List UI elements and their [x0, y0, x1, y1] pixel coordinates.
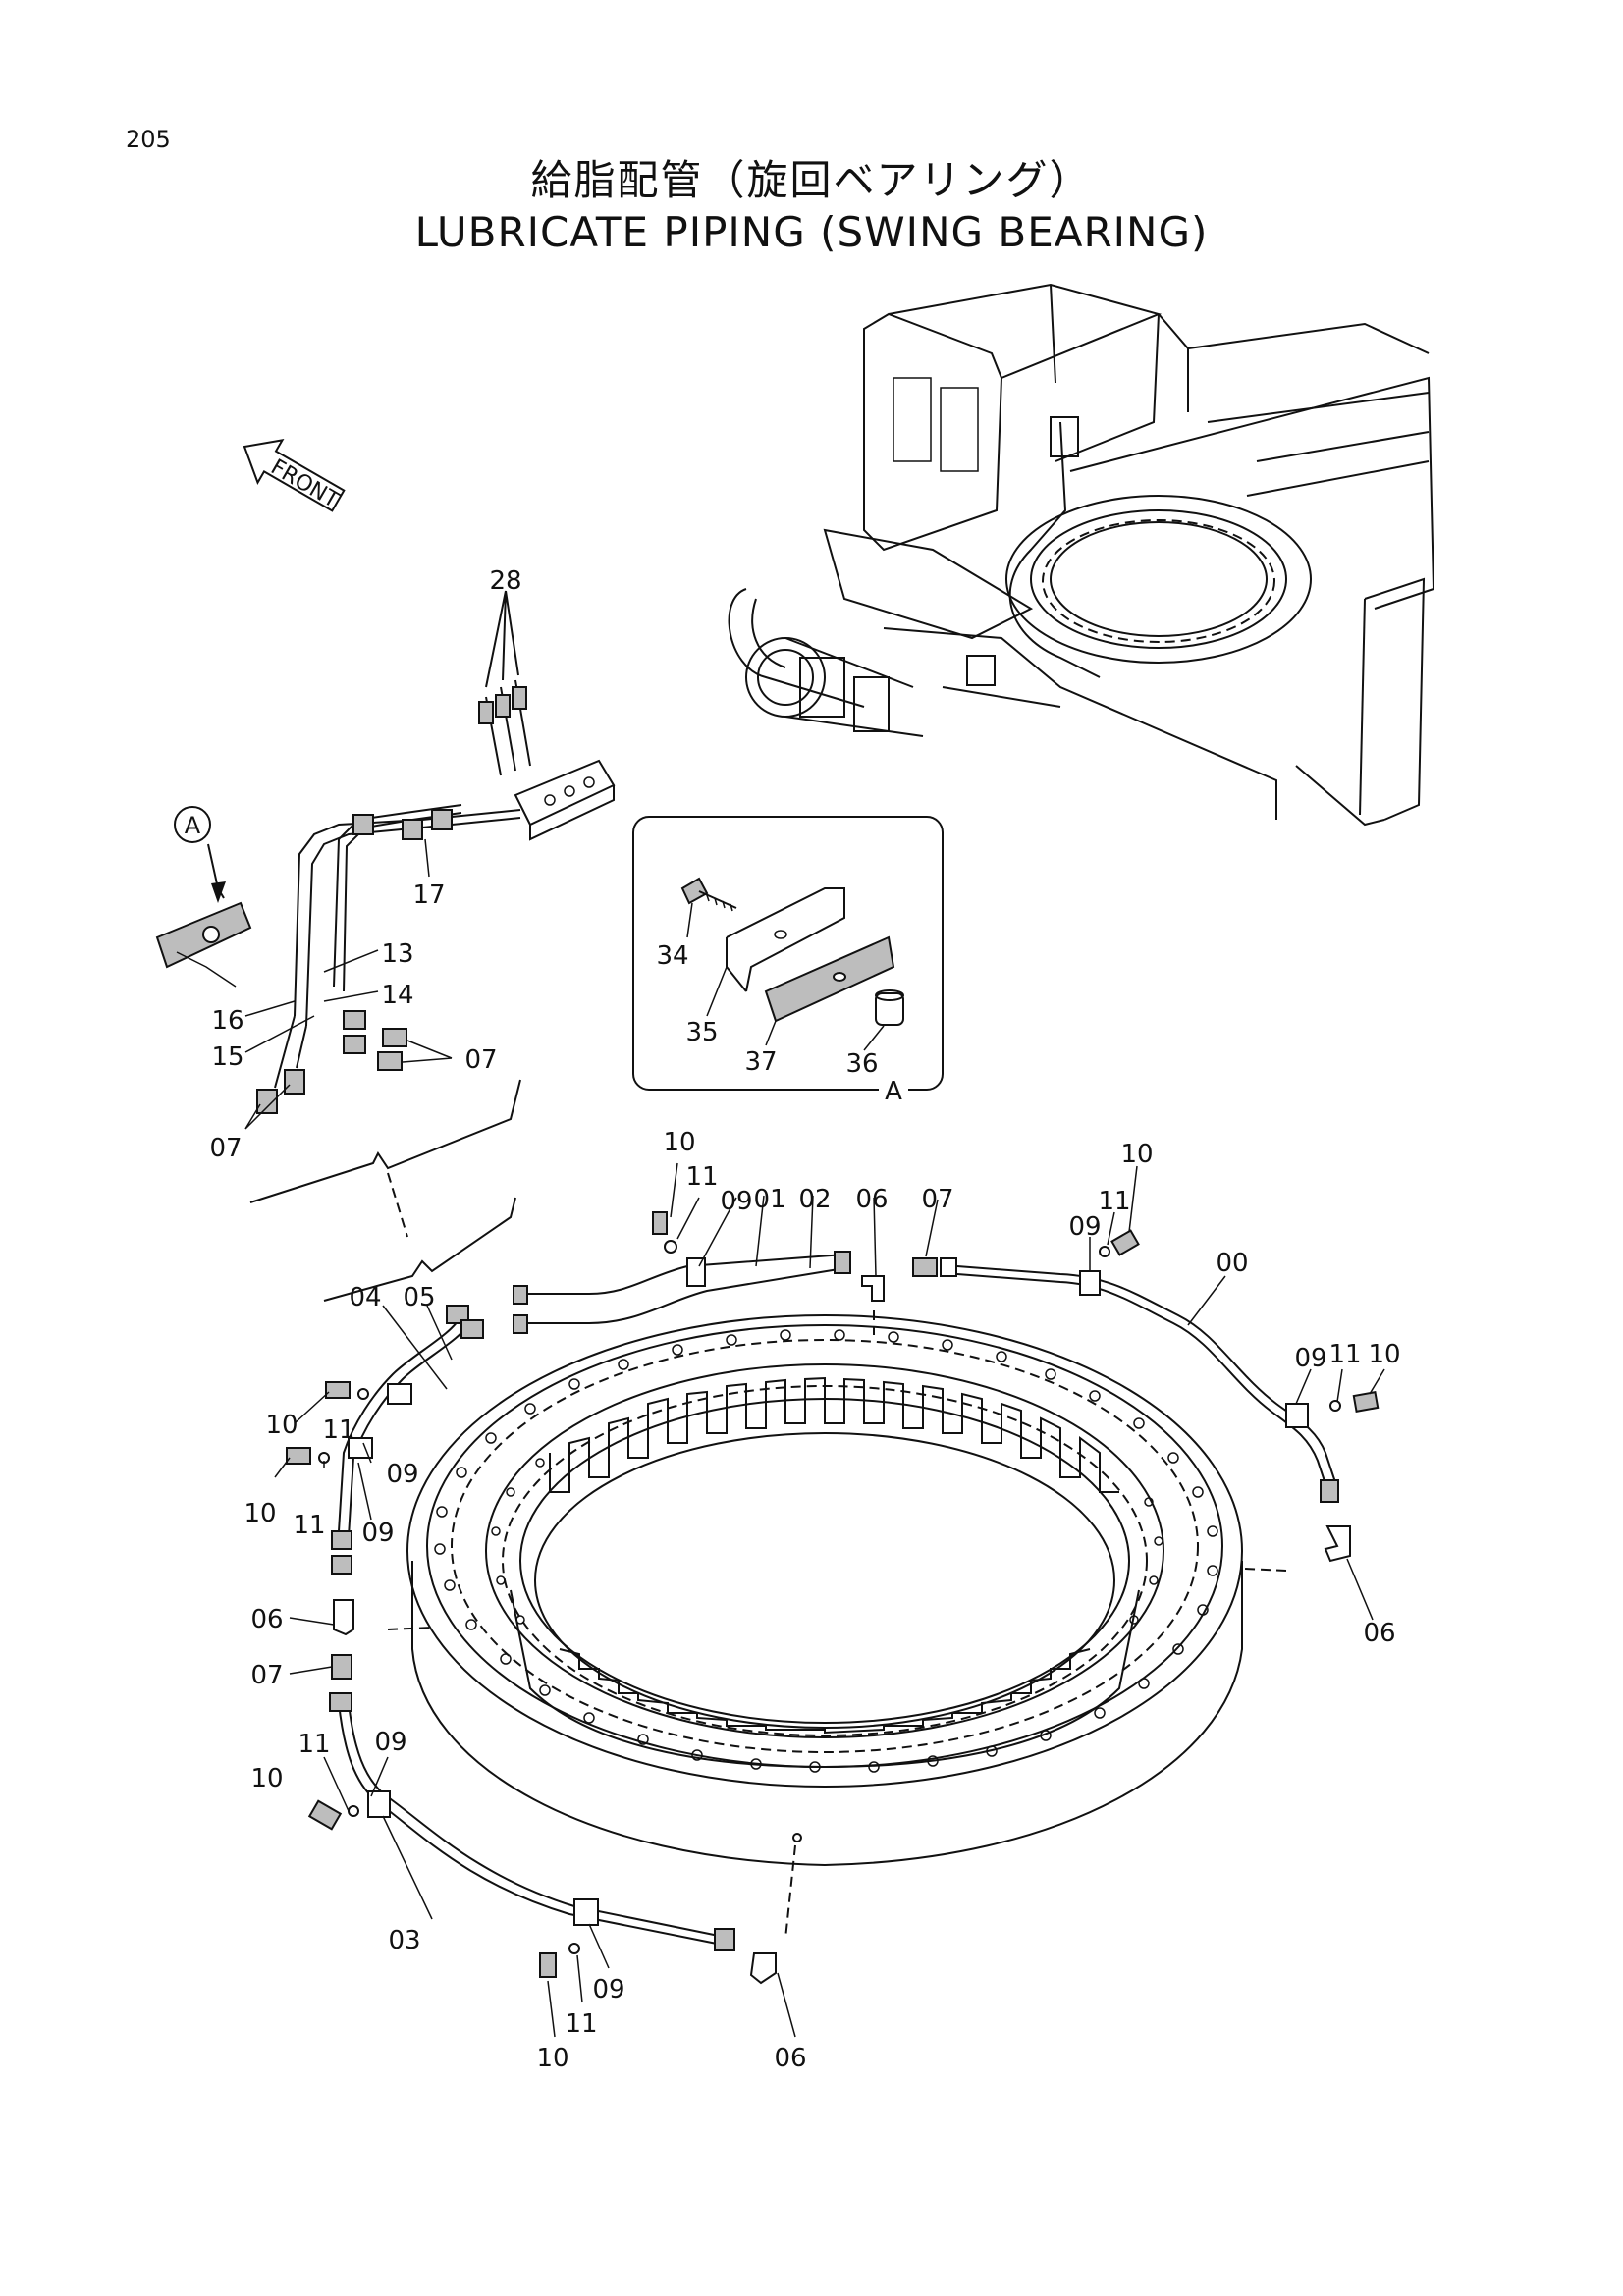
- callout-09-left-a: 09: [386, 1460, 418, 1489]
- excavator-illustration: [728, 283, 1435, 827]
- callout-34: 34: [656, 941, 688, 971]
- callout-02: 02: [798, 1185, 831, 1214]
- callout-28: 28: [489, 566, 521, 596]
- callout-10-right: 10: [1120, 1140, 1153, 1169]
- page-number: 205: [126, 126, 171, 153]
- callout-36: 36: [845, 1049, 878, 1079]
- callout-09-right: 09: [1068, 1212, 1101, 1242]
- callout-15: 15: [211, 1042, 243, 1072]
- swing-bearing: [387, 1310, 1287, 1940]
- callout-10-left-a: 10: [265, 1411, 298, 1440]
- callout-10-far-right: 10: [1368, 1340, 1400, 1369]
- callout-11-bottom-left: 11: [298, 1730, 330, 1759]
- callout-17: 17: [412, 881, 445, 910]
- callout-35: 35: [685, 1018, 718, 1047]
- detail-a-caption: A: [885, 1077, 902, 1106]
- callout-11-right: 11: [1098, 1187, 1130, 1216]
- callout-07-left: 07: [209, 1134, 242, 1163]
- callout-10-left-b: 10: [243, 1499, 276, 1528]
- callout-09-far-right: 09: [1294, 1344, 1326, 1373]
- front-arrow-icon: FRONT: [243, 439, 346, 513]
- callout-06-top: 06: [855, 1185, 888, 1214]
- callout-06-bottom: 06: [774, 2044, 806, 2073]
- section-break: [249, 1079, 521, 1302]
- pipe-runs: [286, 1211, 1380, 1985]
- callout-06-right: 06: [1363, 1619, 1395, 1648]
- detail-a-box: A: [632, 816, 944, 1106]
- callout-09-top: 09: [720, 1187, 752, 1216]
- callout-14: 14: [381, 981, 413, 1010]
- grease-block-assembly: A: [155, 590, 616, 1114]
- callout-07-top: 07: [921, 1185, 953, 1214]
- callout-11-left-a: 11: [322, 1415, 354, 1445]
- leader-lines-main: [274, 1162, 1385, 2038]
- callout-11-far-right: 11: [1328, 1340, 1361, 1369]
- callout-11-bottom: 11: [565, 2009, 597, 2039]
- callout-09-bottom: 09: [592, 1975, 624, 2004]
- callout-06-left: 06: [250, 1605, 283, 1634]
- callout-09-bottom-left: 09: [374, 1728, 406, 1757]
- callout-03: 03: [388, 1926, 420, 1955]
- callout-16: 16: [211, 1006, 243, 1036]
- callout-04: 04: [349, 1283, 381, 1312]
- leader-lines-upper-left: [176, 838, 453, 1130]
- callout-13: 13: [381, 939, 413, 969]
- callout-07-right: 07: [464, 1045, 497, 1075]
- callout-05: 05: [403, 1283, 435, 1312]
- callout-10-bottom: 10: [536, 2044, 568, 2073]
- title-japanese: 給脂配管（旋回ベアリング）: [530, 156, 1093, 204]
- title-english: LUBRICATE PIPING (SWING BEARING): [414, 208, 1209, 256]
- detail-marker-a: A: [185, 812, 201, 839]
- callout-10-top: 10: [663, 1128, 695, 1157]
- callout-11-left-b: 11: [293, 1511, 325, 1540]
- callout-10-bottom-left: 10: [250, 1764, 283, 1793]
- callout-00: 00: [1216, 1249, 1248, 1278]
- callout-09-left-b: 09: [361, 1519, 394, 1548]
- callout-37: 37: [744, 1047, 777, 1077]
- callout-01: 01: [753, 1185, 785, 1214]
- callout-07-lower-left: 07: [250, 1661, 283, 1690]
- callout-labels: 28 17 13 14 16 15 07 07 34 35 37 36 10 1…: [209, 566, 1400, 2073]
- callout-11-top: 11: [685, 1162, 718, 1192]
